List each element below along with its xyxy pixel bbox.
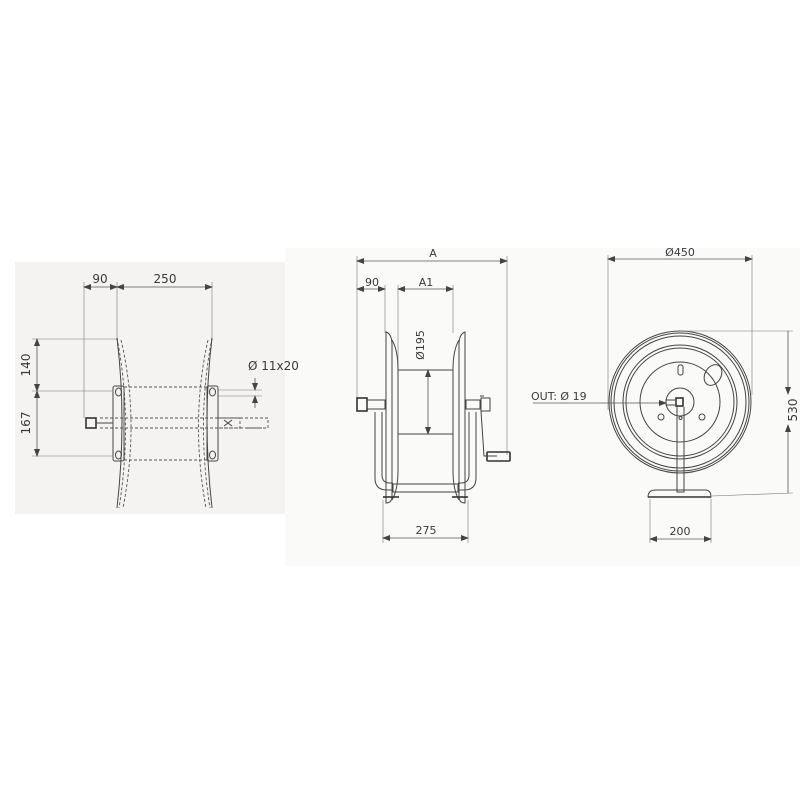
dim-overall-height-530: 530	[786, 399, 800, 422]
dim-foot-width-200: 200	[670, 525, 691, 538]
front-disc-right	[452, 331, 466, 504]
crank-fitting-right	[218, 417, 269, 429]
top-view-height-dimensions: 140 167	[19, 338, 118, 457]
overall-height-dimension: 530	[680, 330, 800, 497]
dim-height-140: 140	[19, 354, 33, 377]
mounting-hole-dimension: Ø 11x20	[218, 359, 299, 408]
frame	[374, 412, 477, 498]
top-view-width-dimensions: 90 250	[83, 272, 213, 418]
front-view-overall-width-dimension: A	[356, 247, 508, 455]
dim-offset-90: 90	[92, 272, 107, 286]
reel-disc-left	[116, 337, 132, 509]
swivel-fitting-left	[85, 417, 113, 429]
reel-disc-face	[608, 330, 752, 474]
outlet-callout: OUT: Ø 19	[531, 390, 667, 406]
base-width-dimension: 275	[382, 500, 469, 543]
front-view: A 90 A1 Ø195	[356, 247, 511, 543]
front-disc-left	[385, 331, 399, 504]
mounting-bracket-right	[206, 385, 219, 462]
foot-width-dimension: 200	[649, 499, 712, 543]
front-view-partial-dimensions: 90 A1	[356, 276, 454, 372]
top-view-background	[15, 262, 295, 514]
swivel-inlet	[356, 397, 386, 412]
side-view: Ø450	[531, 246, 800, 543]
disc-diameter-dimension: Ø450	[607, 246, 753, 410]
dim-height-167: 167	[19, 412, 33, 435]
reel-disc-right	[198, 337, 213, 509]
dim-drum-width-A1: A1	[419, 276, 434, 289]
dim-disc-diameter-450: Ø450	[665, 246, 695, 259]
crank-handle	[465, 395, 511, 462]
outlet-hub	[665, 397, 684, 407]
top-view: 90 250 140 167	[19, 272, 299, 509]
dim-overall-width-A: A	[429, 247, 437, 260]
dim-offset-90-front: 90	[365, 276, 379, 289]
mounting-hole-label: Ø 11x20	[248, 359, 299, 373]
dim-spacing-250: 250	[154, 272, 177, 286]
dim-base-width-275: 275	[416, 524, 437, 537]
front-side-view-background	[285, 248, 800, 566]
outlet-diameter-label: OUT: Ø 19	[531, 390, 587, 403]
dim-drum-diameter: Ø195	[414, 330, 427, 360]
drum: Ø195	[398, 330, 453, 435]
stand	[647, 407, 712, 498]
